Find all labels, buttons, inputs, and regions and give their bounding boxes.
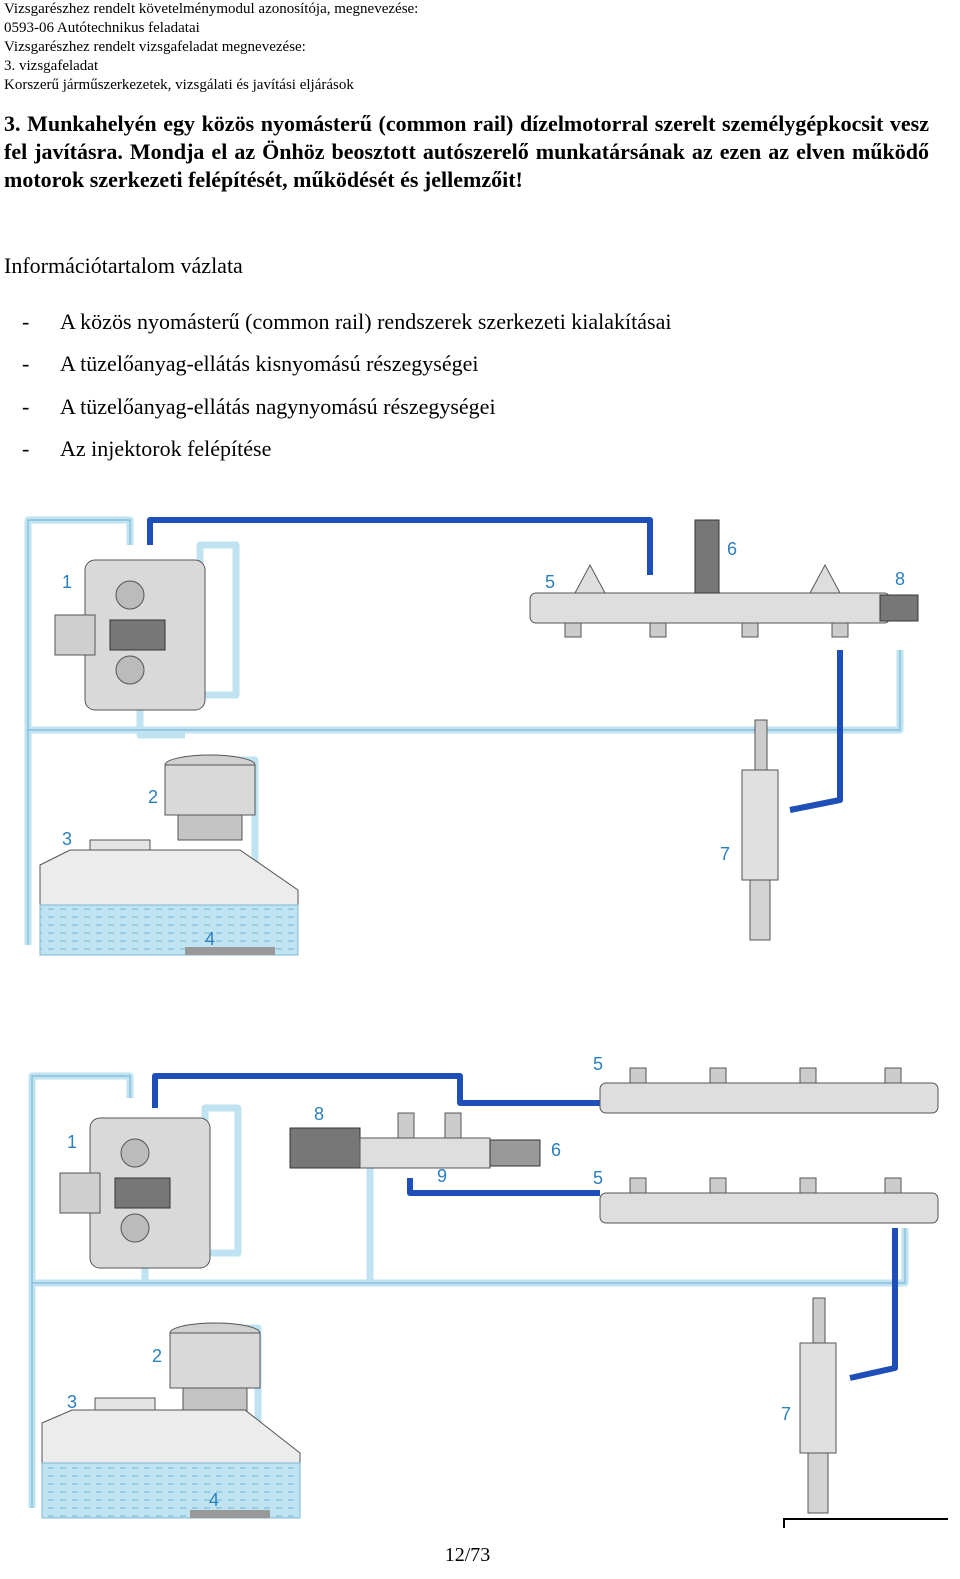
header-line-5: Korszerű járműszerkezetek, vizsgálati és… (4, 77, 354, 93)
label-rail: 5 (545, 572, 555, 592)
list-item: -A tüzelőanyag-ellátás kisnyomású részeg… (22, 351, 479, 377)
label-valve: 6 (551, 1140, 561, 1160)
label-filter: 2 (152, 1346, 162, 1366)
label-distributor: 9 (437, 1166, 447, 1186)
distributor-block (289, 1112, 541, 1169)
footer-rule (783, 1518, 948, 1528)
high-pressure-pump (59, 1117, 211, 1269)
header-line-3: Vizsgarészhez rendelt vizsgafeladat megn… (4, 39, 306, 55)
injector (741, 719, 779, 941)
fuel-tank (41, 1397, 301, 1519)
fuel-tank (39, 839, 299, 956)
label-pump: 1 (67, 1132, 77, 1152)
common-rail-bottom (599, 1177, 939, 1224)
fuel-filter (169, 1322, 261, 1414)
task-statement: 3. Munkahelyén egy közös nyomásterű (com… (4, 111, 929, 192)
header-line-4: 3. vizsgafeladat (4, 58, 99, 74)
label-regulator: 8 (314, 1104, 324, 1124)
list-item: -A közös nyomásterű (common rail) rendsz… (22, 309, 672, 334)
common-rail (529, 519, 919, 638)
label-sensor: 8 (895, 569, 905, 589)
label-tank-inner: 4 (205, 929, 215, 949)
common-rail-diagram-2: 1 2 3 4 5 5 6 7 8 9 (0, 1048, 960, 1528)
fuel-filter (164, 754, 256, 841)
page-number: 12/73 (444, 1544, 491, 1566)
header-line-2: 0593-06 Autótechnikus feladatai (4, 20, 200, 36)
label-pump: 1 (62, 572, 72, 592)
label-injector: 7 (781, 1404, 791, 1424)
label-injector: 7 (720, 844, 730, 864)
high-pressure-lines (147, 517, 843, 813)
label-rail-top: 5 (593, 1054, 603, 1074)
header-line-1: Vizsgarészhez rendelt követelménymodul a… (4, 1, 419, 17)
label-pressure-valve: 6 (727, 539, 737, 559)
label-rail-bottom: 5 (593, 1168, 603, 1188)
label-tank: 3 (67, 1392, 77, 1412)
list-item: -Az injektorok felépítése (22, 435, 272, 461)
common-rail-diagram-1: 1 2 3 4 5 6 7 8 (0, 505, 960, 975)
outline-title: Információtartalom vázlata (4, 253, 243, 278)
label-filter: 2 (148, 787, 158, 807)
document-header: Vizsgarészhez rendelt követelménymodul a… (4, 0, 418, 95)
high-pressure-pump (54, 559, 206, 711)
list-item: -A tüzelőanyag-ellátás nagynyomású része… (22, 393, 496, 419)
outline-list: -A közös nyomásterű (common rail) rendsz… (4, 308, 672, 477)
injector (799, 1297, 837, 1514)
common-rail-top (599, 1067, 939, 1114)
label-tank-inner: 4 (209, 1490, 219, 1510)
label-tank: 3 (62, 829, 72, 849)
high-pressure-lines (152, 1073, 898, 1381)
